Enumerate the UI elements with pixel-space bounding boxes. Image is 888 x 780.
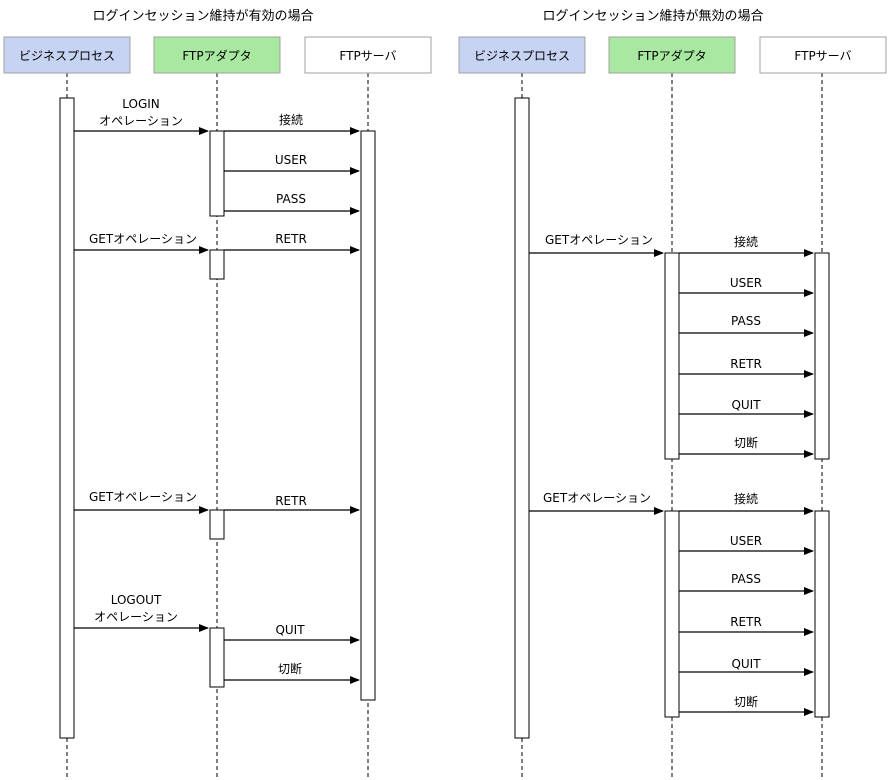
right-msg-user-2-label: USER: [730, 534, 762, 548]
right-activation-business-process: [514, 97, 530, 739]
right-participant-ftp-adapter: [608, 36, 736, 74]
right-msg-user-1-label: USER: [730, 276, 762, 290]
right-msg-pass-2-label: PASS: [731, 572, 761, 586]
right-msg-retr-2-label: RETR: [730, 615, 762, 629]
left-msg-get-operation-2-label: GETオペレーション: [89, 490, 197, 504]
right-msg-get-operation-2-label: GETオペレーション: [543, 491, 651, 505]
right-participant-ftp-server: [759, 36, 887, 74]
right-participant-business-process-label: ビジネスプロセス: [474, 49, 570, 63]
right-msg-connect-2-label: 接続: [734, 491, 758, 506]
right-msg-disconnect-1-label: 切断: [734, 435, 758, 450]
left-msg-disconnect-label: 切断: [278, 661, 302, 676]
left-msg-user-label: USER: [275, 153, 307, 167]
right-activation-adapter-get-2: [664, 510, 680, 718]
left-msg-connect-label: 接続: [279, 112, 303, 127]
right-msg-disconnect-2-label: 切断: [734, 694, 758, 709]
left-msg-quit-label: QUIT: [275, 623, 305, 637]
left-participant-ftp-server: [304, 36, 432, 74]
left-activation-ftp-server: [360, 130, 376, 701]
left-msg-logout-label-1: LOGOUT: [111, 593, 162, 607]
right-msg-quit-2-label: QUIT: [731, 657, 761, 671]
left-participant-business-process: [3, 36, 131, 74]
left-participant-ftp-adapter: [153, 36, 281, 74]
right-msg-retr-1-label: RETR: [730, 357, 762, 371]
right-msg-get-operation-1-label: GETオペレーション: [545, 233, 653, 247]
left-msg-login-label-2: オペレーション: [99, 114, 183, 128]
left-activation-adapter-logout: [209, 627, 225, 688]
right-participant-business-process: [458, 36, 586, 74]
left-msg-retr-1-label: RETR: [275, 232, 307, 246]
right-diagram-title: ログインセッション維持が無効の場合: [542, 9, 763, 24]
left-activation-adapter-get-2: [209, 509, 225, 540]
left-activation-adapter-get-1: [209, 249, 225, 280]
right-msg-connect-1-label: 接続: [734, 234, 758, 249]
left-msg-pass-label: PASS: [276, 192, 306, 206]
right-participant-ftp-adapter-label: FTPアダプタ: [637, 48, 706, 63]
right-msg-quit-1-label: QUIT: [731, 398, 761, 412]
right-activation-ftp-server-1: [814, 252, 830, 460]
right-activation-adapter-get-1: [664, 252, 680, 460]
left-msg-retr-2-label: RETR: [275, 494, 307, 508]
right-activation-ftp-server-2: [814, 510, 830, 718]
right-participant-ftp-server-label: FTPサーバ: [794, 49, 851, 63]
left-participant-ftp-server-label: FTPサーバ: [339, 49, 396, 63]
left-msg-get-operation-1-label: GETオペレーション: [89, 232, 197, 246]
left-diagram-title: ログインセッション維持が有効の場合: [92, 9, 313, 24]
left-activation-business-process: [59, 97, 75, 739]
left-participant-business-process-label: ビジネスプロセス: [19, 49, 115, 63]
left-msg-logout-label-2: オペレーション: [94, 610, 178, 624]
left-participant-ftp-adapter-label: FTPアダプタ: [182, 48, 251, 63]
left-msg-login-label-1: LOGIN: [122, 97, 160, 111]
right-msg-pass-1-label: PASS: [731, 314, 761, 328]
left-activation-adapter-login: [209, 130, 225, 217]
